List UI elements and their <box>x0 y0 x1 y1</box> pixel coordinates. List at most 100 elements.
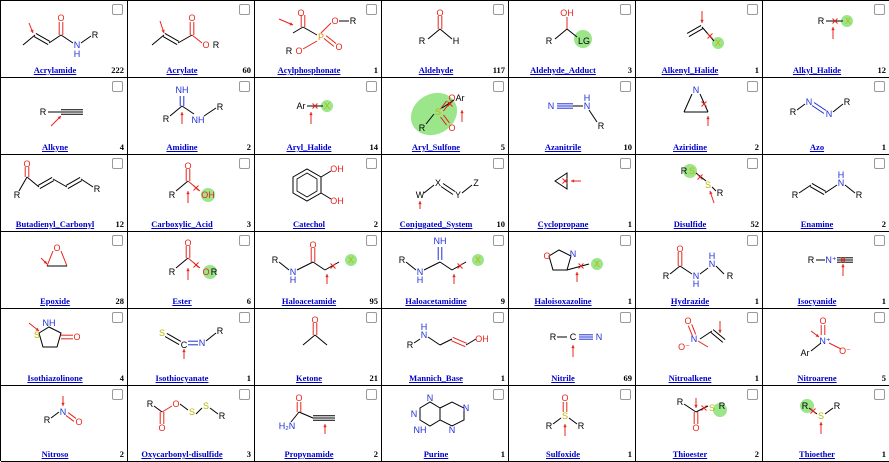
warhead-name-link[interactable]: Nitroso <box>41 449 69 459</box>
warhead-name-link[interactable]: Nitroalkene <box>668 373 712 383</box>
warhead-name-link[interactable]: Amidine <box>166 142 198 152</box>
warhead-name-link[interactable]: Mannich_Base <box>409 373 463 383</box>
select-checkbox[interactable] <box>747 81 758 92</box>
atom-label: O⁻ <box>678 342 690 352</box>
warhead-name-link[interactable]: Alkyl_Halide <box>792 65 842 75</box>
warhead-name-link[interactable]: Aldehyde <box>418 65 454 75</box>
reaction-cross <box>193 262 199 268</box>
warhead-name-link[interactable]: Disulfide <box>673 219 707 229</box>
select-checkbox[interactable] <box>112 389 123 400</box>
warhead-name-link[interactable]: Nitroarene <box>797 373 837 383</box>
select-checkbox[interactable] <box>493 235 504 246</box>
select-checkbox[interactable] <box>747 312 758 323</box>
warhead-name-link[interactable]: Acrylamide <box>33 65 77 75</box>
select-checkbox[interactable] <box>620 81 631 92</box>
select-checkbox[interactable] <box>239 389 250 400</box>
warhead-name-link[interactable]: Ester <box>172 296 192 306</box>
bond <box>566 263 590 271</box>
warhead-name-link[interactable]: Hydrazide <box>670 296 710 306</box>
warhead-name-link[interactable]: Ketone <box>296 373 322 383</box>
warhead-name-link[interactable]: Haloacetamidine <box>405 296 467 306</box>
select-checkbox[interactable] <box>493 389 504 400</box>
atom-label: O <box>331 16 338 26</box>
warhead-name-link[interactable]: Haloisoxazoline <box>534 296 592 306</box>
warhead-count: 60 <box>242 65 252 75</box>
select-checkbox[interactable] <box>620 158 631 169</box>
select-checkbox[interactable] <box>493 81 504 92</box>
warhead-name-link[interactable]: Oxycarbonyl-disulfide <box>141 449 223 459</box>
atom-label: N <box>548 101 555 111</box>
warhead-name-link[interactable]: Alkyne <box>42 142 68 152</box>
warhead-count: 1 <box>754 65 759 75</box>
select-checkbox[interactable] <box>620 4 631 15</box>
select-checkbox[interactable] <box>493 312 504 323</box>
select-checkbox[interactable] <box>239 312 250 323</box>
select-checkbox[interactable] <box>620 312 631 323</box>
select-checkbox[interactable] <box>112 235 123 246</box>
select-checkbox[interactable] <box>620 235 631 246</box>
select-checkbox[interactable] <box>366 389 377 400</box>
warhead-name-link[interactable]: Aryl_Sulfone <box>411 142 461 152</box>
select-checkbox[interactable] <box>366 312 377 323</box>
select-checkbox[interactable] <box>366 81 377 92</box>
warhead-name-link[interactable]: Isothiocyanate <box>155 373 209 383</box>
select-checkbox[interactable] <box>874 81 885 92</box>
select-checkbox[interactable] <box>747 235 758 246</box>
select-checkbox[interactable] <box>366 235 377 246</box>
select-checkbox[interactable] <box>874 312 885 323</box>
warhead-name-link[interactable]: Conjugated_System <box>399 219 473 229</box>
warhead-name-link[interactable]: Azanitrile <box>544 142 582 152</box>
atom-label: S <box>189 407 195 417</box>
select-checkbox[interactable] <box>366 158 377 169</box>
select-checkbox[interactable] <box>239 158 250 169</box>
warhead-name-link[interactable]: Sulfoxide <box>545 449 580 459</box>
warhead-name-link[interactable]: Acrylate <box>166 65 198 75</box>
warhead-name-link[interactable]: Cyclopropane <box>537 219 589 229</box>
select-checkbox[interactable] <box>874 389 885 400</box>
select-checkbox[interactable] <box>239 235 250 246</box>
warhead-name-link[interactable]: Catechol <box>292 219 326 229</box>
select-checkbox[interactable] <box>747 389 758 400</box>
atom-label: OH <box>475 334 489 344</box>
warhead-name-link[interactable]: Carboxylic_Acid <box>151 219 213 229</box>
warhead-name-link[interactable]: Purine <box>423 449 449 459</box>
warhead-name-link[interactable]: Isothiazolinone <box>27 373 83 383</box>
atom-label: O <box>184 161 191 171</box>
warhead-name-link[interactable]: Aryl_Halide <box>286 142 332 152</box>
structure-diagram: O <box>40 243 68 267</box>
warhead-name-link[interactable]: Isocyanide <box>797 296 837 306</box>
warhead-name-link[interactable]: Aldehyde_Adduct <box>530 65 596 75</box>
warhead-name-link[interactable]: Aziridine <box>673 142 707 152</box>
select-checkbox[interactable] <box>493 4 504 15</box>
warhead-name-link[interactable]: Epoxide <box>40 296 70 306</box>
select-checkbox[interactable] <box>874 235 885 246</box>
select-checkbox[interactable] <box>112 81 123 92</box>
warhead-name-link[interactable]: Enamine <box>800 219 834 229</box>
select-checkbox[interactable] <box>239 4 250 15</box>
select-checkbox[interactable] <box>112 158 123 169</box>
warhead-name-link[interactable]: Haloacetamide <box>281 296 337 306</box>
bond <box>697 340 709 348</box>
warhead-name-link[interactable]: Thioether <box>799 449 835 459</box>
select-checkbox[interactable] <box>366 4 377 15</box>
select-checkbox[interactable] <box>112 4 123 15</box>
warhead-name-link[interactable]: Azo <box>809 142 825 152</box>
warhead-name-link[interactable]: Butadienyl_Carbonyl <box>15 219 95 229</box>
warhead-name-link[interactable]: Alkenyl_Halide <box>661 65 719 75</box>
select-checkbox[interactable] <box>493 158 504 169</box>
double-bond <box>35 33 51 42</box>
select-checkbox[interactable] <box>874 158 885 169</box>
warhead-name-link[interactable]: Thioester <box>672 449 708 459</box>
select-checkbox[interactable] <box>112 312 123 323</box>
select-checkbox[interactable] <box>239 81 250 92</box>
warhead-name-link[interactable]: Acylphosphonate <box>277 65 341 75</box>
select-checkbox[interactable] <box>874 4 885 15</box>
select-checkbox[interactable] <box>620 389 631 400</box>
warhead-name-link[interactable]: Nitrile <box>551 373 575 383</box>
select-checkbox[interactable] <box>747 4 758 15</box>
bond <box>439 338 453 346</box>
warhead-name-link[interactable]: Propynamide <box>284 449 334 459</box>
reaction-arrow-head <box>700 19 704 23</box>
select-checkbox[interactable] <box>747 158 758 169</box>
